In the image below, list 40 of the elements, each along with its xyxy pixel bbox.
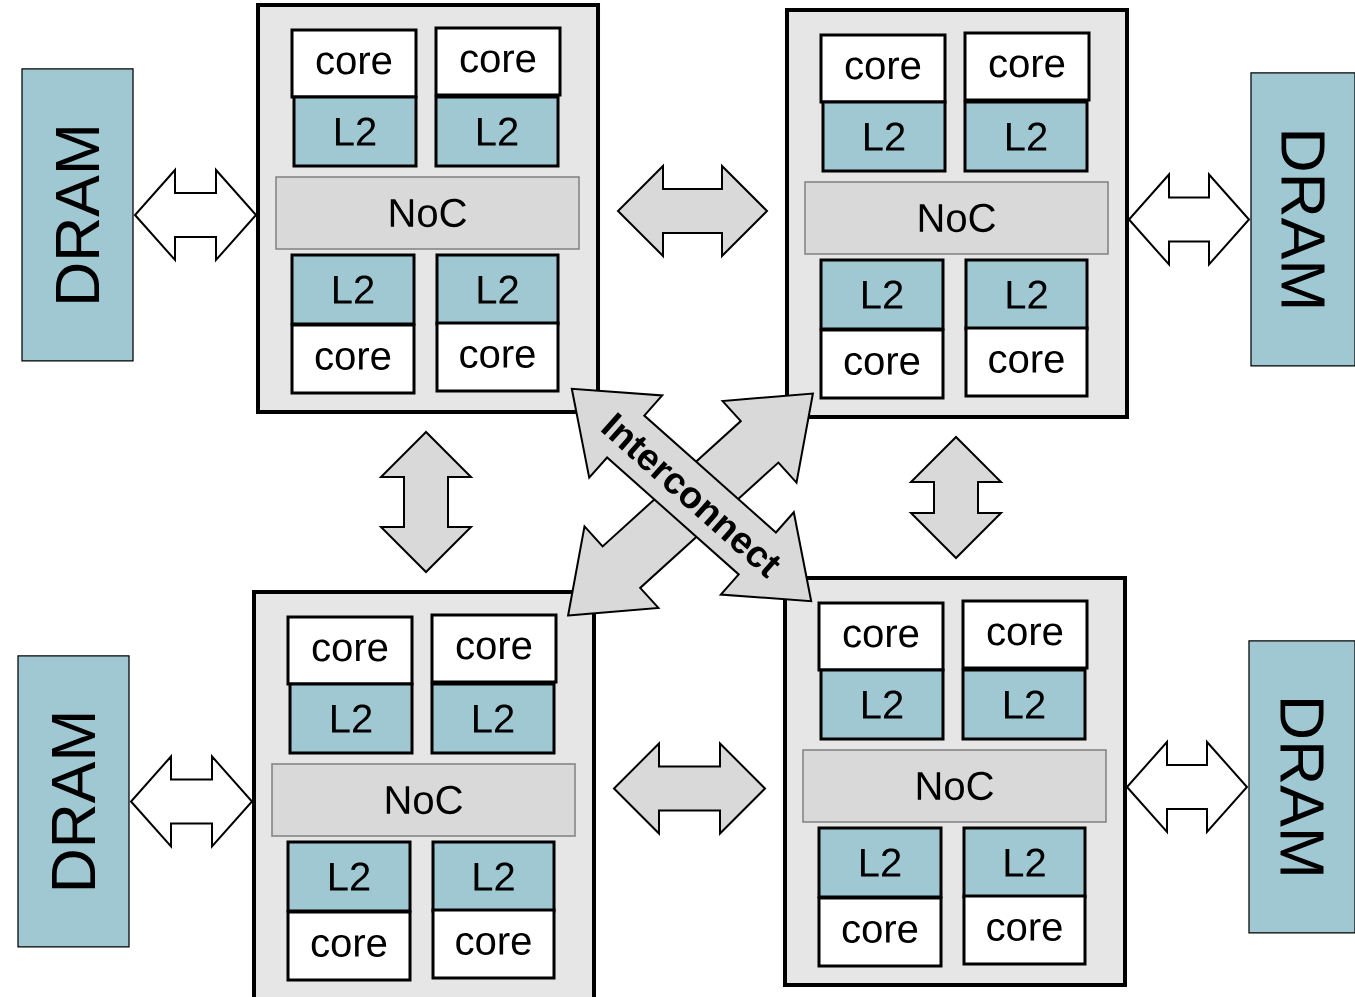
- core-box: core: [286, 615, 414, 686]
- cache-box: L2: [431, 840, 556, 913]
- cache-box: L2: [961, 668, 1087, 741]
- cache-box: L2: [964, 258, 1089, 331]
- cache-box: L2: [430, 682, 556, 755]
- core-box: core: [435, 321, 560, 393]
- core-box: core: [290, 28, 418, 99]
- core-box: core: [961, 599, 1089, 670]
- noc-bar: NoC: [271, 763, 576, 837]
- core-box: core: [819, 33, 947, 104]
- cache-box: L2: [819, 258, 945, 331]
- core-box: core: [963, 31, 1091, 102]
- dram-box: DRAM: [17, 655, 130, 948]
- cache-box: L2: [821, 100, 947, 173]
- cache-box: L2: [434, 95, 560, 168]
- dram-box: DRAM: [1248, 640, 1355, 934]
- core-box: core: [430, 613, 558, 684]
- core-box: core: [819, 328, 945, 400]
- cache-box: L2: [435, 253, 560, 326]
- core-box: core: [817, 896, 943, 968]
- noc-bar: NoC: [802, 749, 1107, 823]
- cache-box: L2: [817, 826, 943, 899]
- cache-box: L2: [288, 682, 414, 755]
- noc-bar: NoC: [804, 181, 1109, 255]
- core-box: core: [431, 908, 556, 980]
- cache-box: L2: [292, 95, 418, 168]
- core-box: core: [817, 601, 945, 672]
- cache-box: L2: [290, 253, 416, 326]
- core-box: core: [286, 910, 412, 982]
- core-box: core: [964, 326, 1089, 398]
- core-box: core: [290, 323, 416, 395]
- cache-box: L2: [963, 100, 1089, 173]
- cache-box: L2: [962, 826, 1087, 899]
- core-box: core: [962, 894, 1087, 966]
- dram-box: DRAM: [21, 68, 134, 362]
- noc-bar: NoC: [275, 176, 580, 250]
- dram-box: DRAM: [1250, 72, 1355, 367]
- core-box: core: [434, 26, 562, 97]
- cache-box: L2: [286, 840, 412, 913]
- cache-box: L2: [819, 668, 945, 741]
